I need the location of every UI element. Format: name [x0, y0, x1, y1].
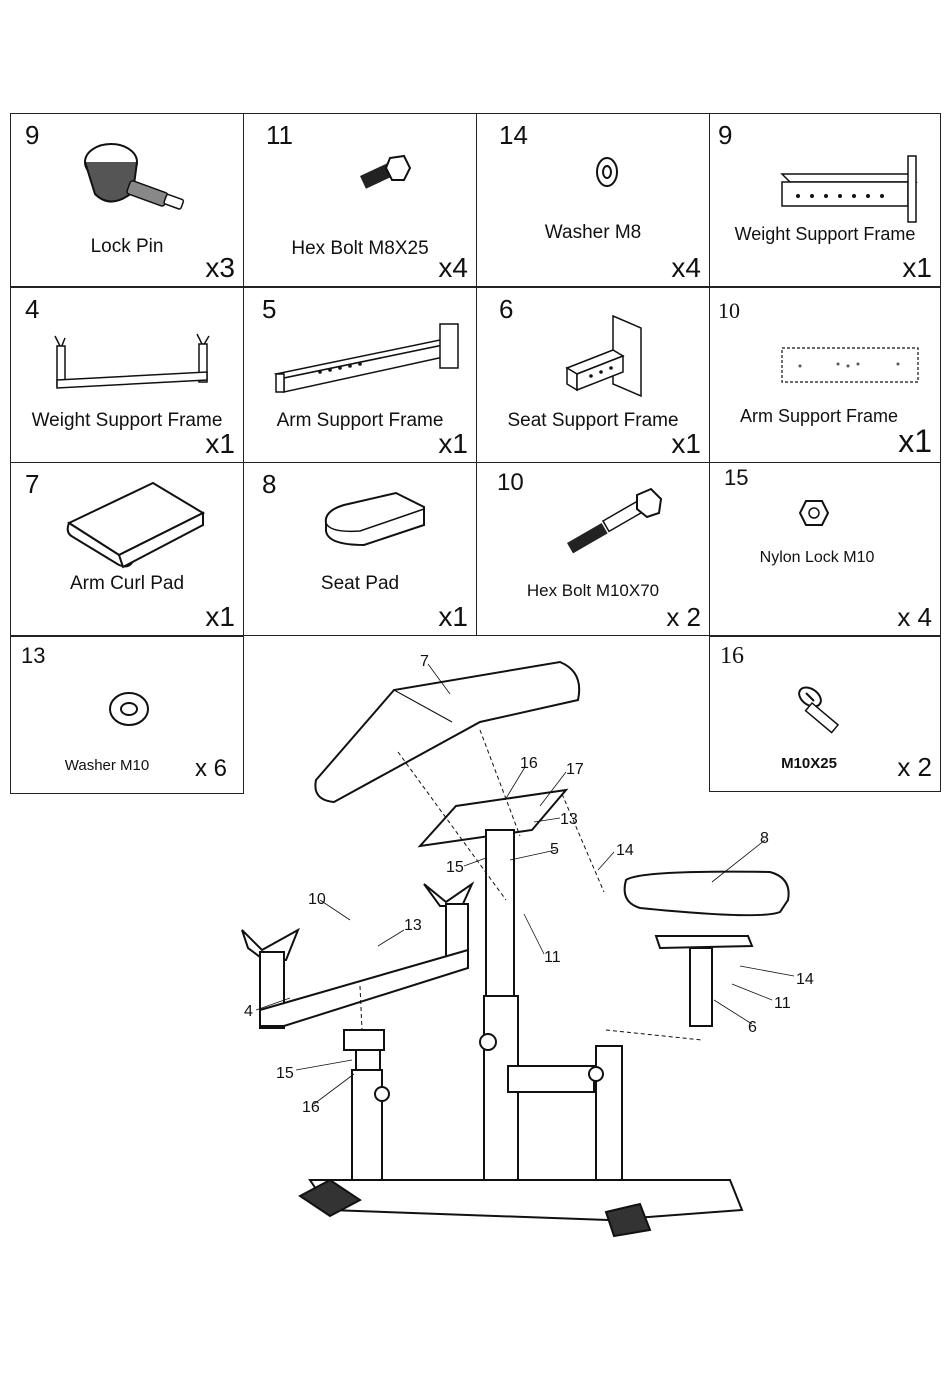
part-name: Hex Bolt M8X25 — [291, 238, 429, 259]
part-name: M10X25 — [781, 755, 837, 772]
callout-17: 17 — [566, 761, 584, 778]
part-number: 16 — [720, 643, 744, 669]
part-cell-washer-m8: 14 Washer M8 x4 — [476, 113, 710, 287]
callout-11: 11 — [774, 995, 791, 1012]
part-qty: x4 — [671, 252, 701, 283]
arm-curl-pad-icon — [66, 481, 206, 569]
part-qty: x 2 — [897, 752, 932, 782]
part-name: Hex Bolt M10X70 — [526, 581, 660, 600]
plate-icon — [781, 347, 919, 383]
part-name: Seat Support Frame — [507, 410, 679, 431]
part-qty: x3 — [205, 252, 235, 283]
part-name: Weight Support Frame — [734, 224, 916, 244]
part-number: 9 — [718, 120, 733, 150]
callout-7: 7 — [420, 653, 429, 670]
callout-16: 16 — [520, 755, 538, 772]
washer-icon — [109, 692, 149, 726]
part-qty: x 2 — [666, 602, 701, 632]
part-number: 11 — [266, 120, 293, 150]
weight-support-frame-icon — [780, 155, 918, 223]
part-cell-washer-m10: 13 Washer M10 x 6 — [10, 636, 244, 794]
arm-curl-pad — [314, 660, 581, 804]
part-qty: x4 — [438, 252, 468, 283]
part-qty: x1 — [438, 428, 468, 459]
part-cell-weight-support-frame-9: 9 Weight Support Frame x1 — [709, 113, 941, 287]
part-qty: x1 — [205, 601, 235, 632]
part-cell-arm-support-frame-10: 10 Arm Support Frame x1 — [709, 287, 941, 463]
part-cell-countersunk-bolt: 16 M10X25 x 2 — [709, 636, 941, 792]
part-number: 10 — [718, 298, 740, 323]
part-number: 14 — [499, 120, 528, 150]
part-qty: x1 — [898, 423, 932, 459]
part-cell-weight-support-frame-4: 4 Weight Support Frame x1 — [10, 287, 244, 463]
part-cell-nylon-lock: 15 Nylon Lock M10 x 4 — [709, 462, 941, 636]
part-qty: x 6 — [194, 755, 227, 782]
arm-support-frame-icon — [273, 323, 459, 393]
part-qty: x1 — [671, 428, 701, 459]
callout-15: 15 — [276, 1065, 294, 1082]
part-cell-seat-support-frame: 6 Seat Support Frame x1 — [476, 287, 710, 463]
callout-10: 10 — [308, 891, 326, 908]
callout-14: 14 — [796, 971, 814, 988]
part-cell-arm-curl-pad: 7 Arm Curl Pad x1 — [10, 462, 244, 636]
part-name: Washer M8 — [544, 222, 642, 243]
part-name: Arm Support Frame — [739, 406, 899, 426]
part-name: Weight Support Frame — [31, 410, 223, 431]
diagram-labels: 7 16 17 13 5 14 8 15 10 13 11 4 14 11 6 … — [244, 653, 814, 1116]
callout-13: 13 — [560, 811, 578, 828]
weight-support-frame-icon — [54, 333, 210, 389]
callout-16: 16 — [302, 1099, 320, 1116]
callout-13: 13 — [404, 917, 422, 934]
part-number: 8 — [262, 469, 277, 499]
nylon-nut-icon — [798, 500, 830, 526]
part-name: Arm Support Frame — [276, 410, 444, 431]
part-cell-arm-support-frame-5: 5 Arm Support Frame x1 — [243, 287, 477, 463]
part-number: 15 — [724, 465, 749, 490]
part-cell-hex-bolt-m10: 10 Hex Bolt M10X70 x 2 — [476, 462, 710, 636]
part-name: Nylon Lock M10 — [759, 549, 875, 566]
callout-14: 14 — [616, 842, 634, 859]
part-number: 4 — [25, 294, 40, 324]
callout-11: 11 — [544, 949, 561, 966]
part-qty: x 4 — [897, 602, 932, 632]
part-name: Arm Curl Pad — [69, 573, 185, 594]
seat-support-frame-icon — [565, 314, 642, 398]
part-cell-lock-pin: 9 Lock Pin x3 — [10, 113, 244, 287]
seat-pad — [623, 870, 790, 917]
callout-4: 4 — [244, 1003, 253, 1020]
callout-8: 8 — [760, 830, 769, 847]
countersunk-bolt-icon — [798, 686, 840, 734]
part-name: Washer M10 — [64, 757, 150, 774]
part-number: 9 — [25, 120, 40, 150]
part-qty: x1 — [902, 252, 932, 283]
seat-pad-icon — [324, 491, 425, 547]
part-name: Lock Pin — [90, 236, 164, 257]
part-number: 10 — [497, 469, 524, 496]
lock-pin-icon — [84, 143, 185, 210]
part-number: 7 — [25, 469, 40, 499]
part-number: 13 — [21, 643, 46, 668]
part-cell-seat-pad: 8 Seat Pad x1 — [243, 462, 477, 636]
callout-5: 5 — [550, 841, 559, 858]
callout-15: 15 — [446, 859, 464, 876]
callout-6: 6 — [748, 1019, 757, 1036]
hex-bolt-icon — [360, 154, 412, 189]
part-qty: x1 — [205, 428, 235, 459]
long-hex-bolt-icon — [567, 487, 663, 554]
part-number: 6 — [499, 294, 514, 324]
part-number: 5 — [262, 294, 277, 324]
part-qty: x1 — [438, 601, 468, 632]
washer-icon — [596, 157, 618, 187]
part-name: Seat Pad — [320, 573, 400, 594]
